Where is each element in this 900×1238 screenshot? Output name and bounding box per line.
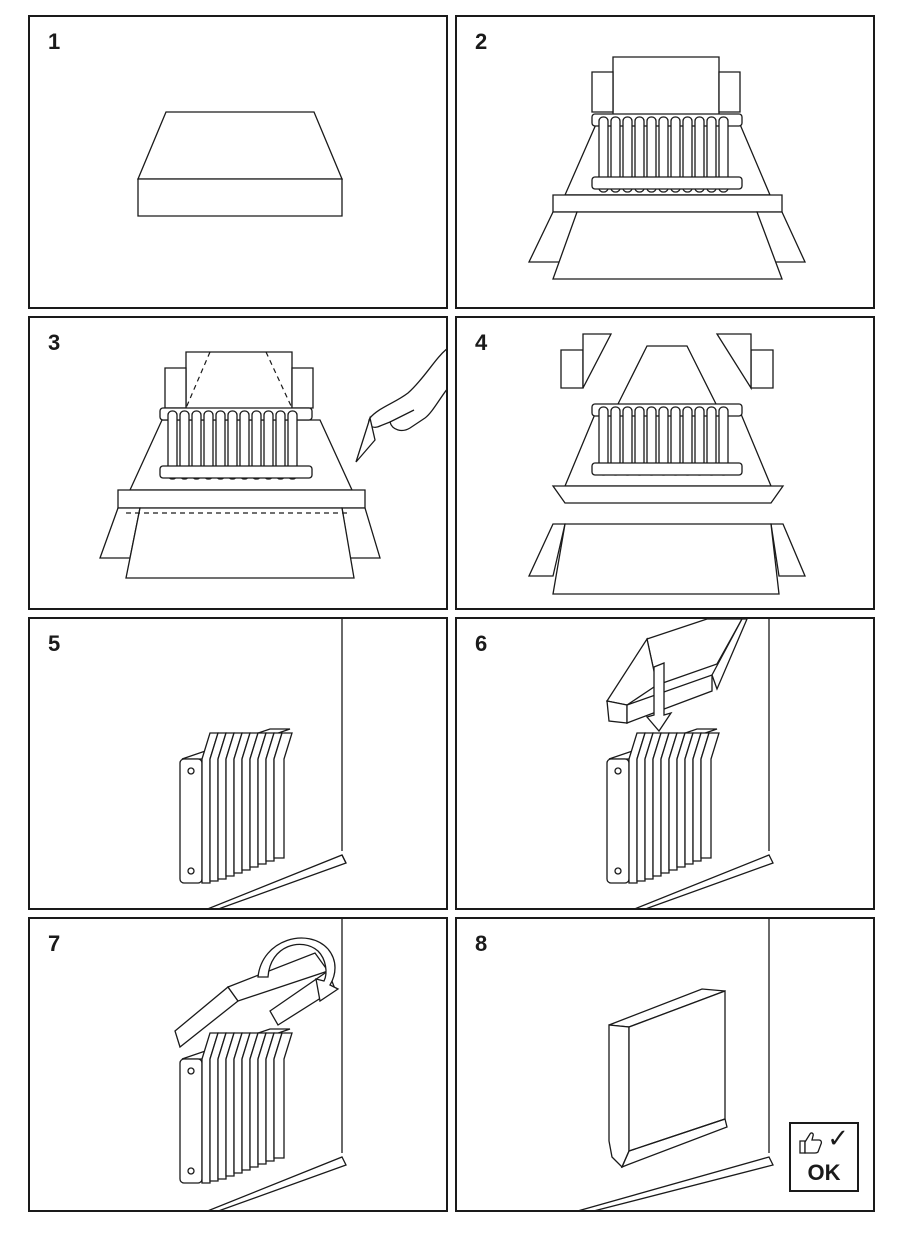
step-panel-7: 7 bbox=[28, 917, 448, 1212]
fold-cover-illustration bbox=[30, 919, 448, 1210]
step-panel-2: 2 bbox=[455, 15, 875, 309]
step-panel-6: 6 bbox=[455, 617, 875, 910]
step-number: 3 bbox=[48, 330, 61, 355]
step-panel-1: 1 bbox=[28, 15, 448, 309]
step-panel-4: 4 bbox=[455, 316, 875, 610]
covered-radiator-illustration bbox=[457, 919, 875, 1210]
down-arrow-icon bbox=[647, 663, 671, 731]
open-box-illustration bbox=[457, 17, 875, 309]
cover-placement-illustration bbox=[457, 619, 875, 908]
ok-label: OK bbox=[807, 1160, 841, 1185]
radiator-fins bbox=[202, 733, 292, 883]
radiator-columns bbox=[599, 407, 728, 475]
rotate-arrow-icon bbox=[258, 938, 338, 1001]
closed-box-illustration bbox=[30, 17, 448, 309]
step-number: 6 bbox=[475, 631, 488, 656]
radiator-fins bbox=[202, 1033, 292, 1183]
hand-knife-icon bbox=[356, 348, 446, 462]
step-number: 8 bbox=[475, 931, 488, 956]
step-number: 4 bbox=[475, 330, 488, 355]
step-number: 2 bbox=[475, 29, 488, 54]
radiator-columns bbox=[168, 411, 297, 479]
step-number: 7 bbox=[48, 931, 61, 956]
thumbs-up-icon bbox=[799, 1132, 823, 1154]
radiator-fins bbox=[629, 733, 719, 883]
separated-pieces-illustration bbox=[457, 318, 875, 610]
ok-badge: ✓ OK bbox=[789, 1122, 859, 1192]
step-number: 1 bbox=[48, 29, 61, 54]
check-mark-icon: ✓ bbox=[827, 1124, 849, 1154]
step-panel-8: 8 ✓ OK bbox=[455, 917, 875, 1212]
step-panel-3: 3 bbox=[28, 316, 448, 610]
wall-radiator-illustration bbox=[30, 619, 448, 908]
cut-box-illustration bbox=[30, 318, 446, 610]
radiator-columns bbox=[599, 117, 728, 192]
step-panel-5: 5 bbox=[28, 617, 448, 910]
step-number: 5 bbox=[48, 631, 61, 656]
